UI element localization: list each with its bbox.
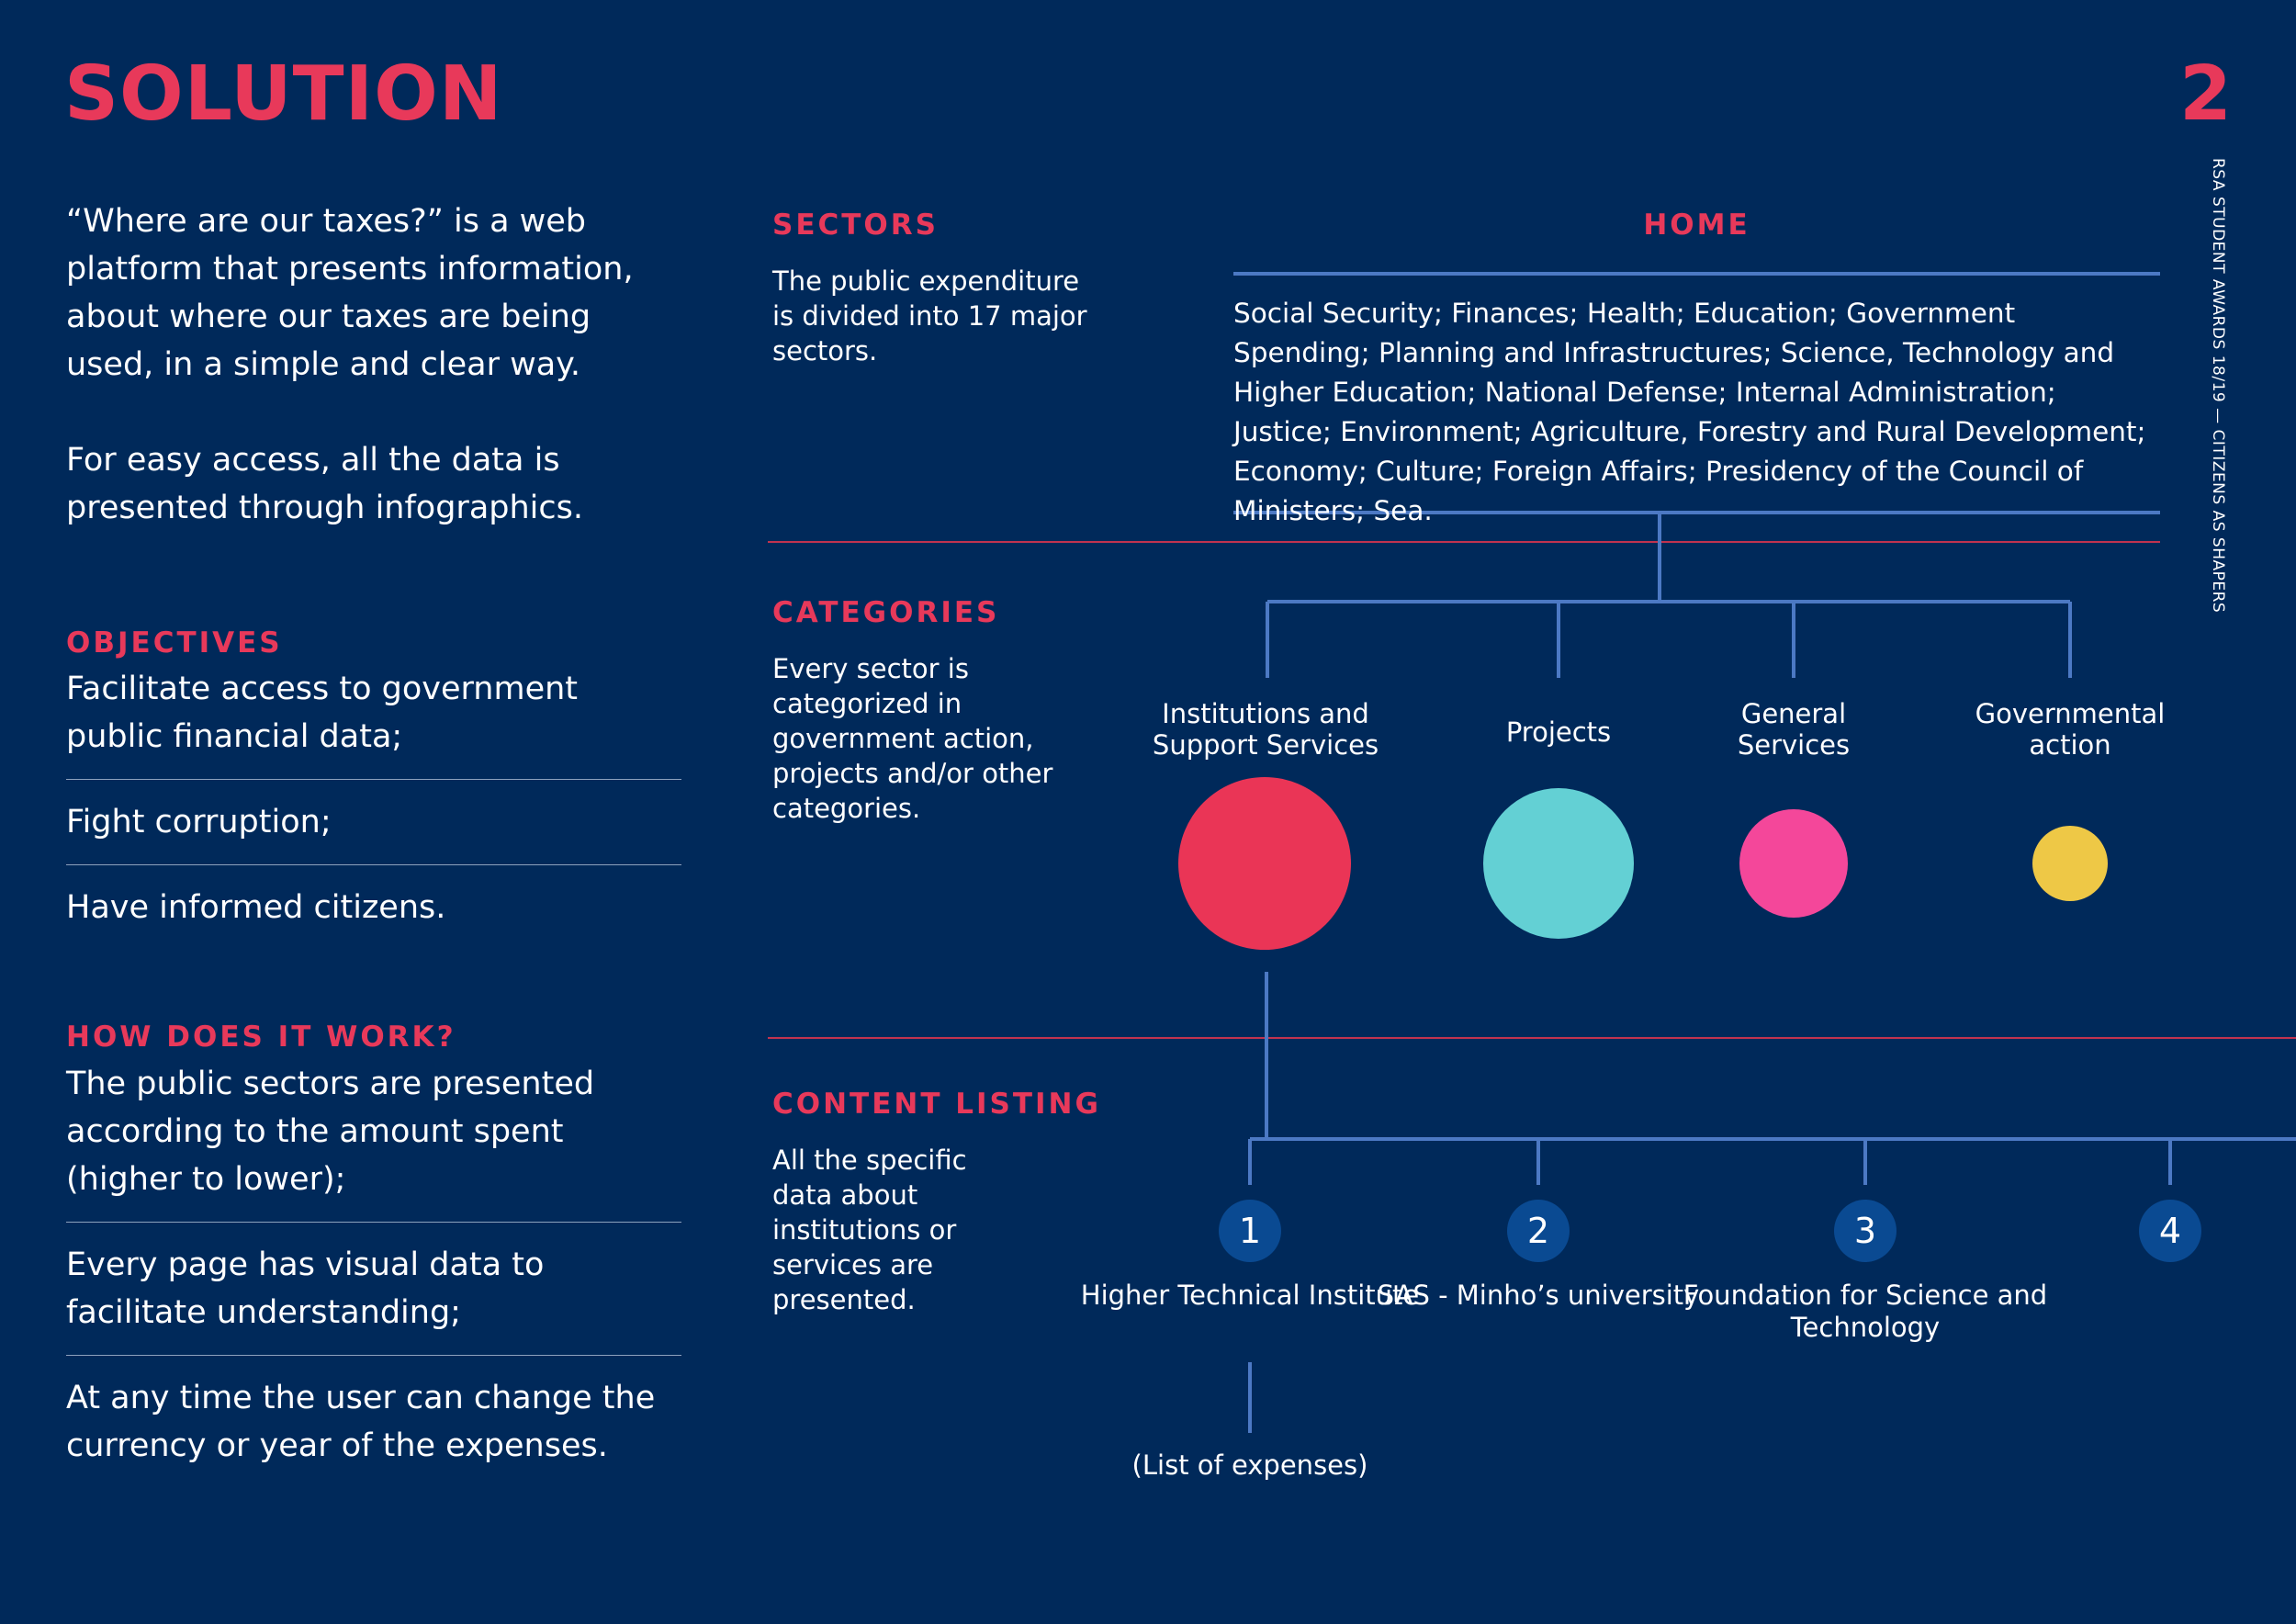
- objectives-list: Facilitate access to government public f…: [66, 665, 681, 968]
- home-heading: HOME: [1643, 209, 1750, 242]
- intro-paragraph: “Where are our taxes?” is a web platform…: [66, 203, 634, 383]
- page-number: 2: [2178, 51, 2232, 138]
- content-number-2: 2: [1507, 1200, 1570, 1262]
- content-listing-section: CONTENT LISTING All the specific data ab…: [772, 1088, 1158, 1317]
- sectors-heading: SECTORS: [772, 209, 939, 242]
- list-item: Have informed citizens.: [66, 889, 446, 926]
- category-label-projects: Projects: [1505, 716, 1612, 748]
- category-label-institutions: Institutions and Support Services: [1152, 698, 1379, 761]
- category-circle-projects: [1483, 788, 1634, 939]
- category-circle-institutions: [1178, 777, 1351, 950]
- content-label-2: SAS - Minho’s university: [1377, 1280, 1700, 1311]
- intro-paragraph: For easy access, all the data is present…: [66, 442, 583, 526]
- content-number-4: 4: [2139, 1200, 2201, 1262]
- content-number-3: 3: [1834, 1200, 1896, 1262]
- how-list: The public sectors are presented accordi…: [66, 1060, 681, 1506]
- list-item: Fight corruption;: [66, 798, 681, 865]
- list-item: Every page has visual data to facilitate…: [66, 1241, 681, 1356]
- category-label-general: General Services: [1737, 698, 1851, 761]
- list-item: Facilitate access to government public f…: [66, 665, 681, 780]
- sectors-section: SECTORS The public expenditure is divide…: [772, 209, 1103, 368]
- categories-heading: CATEGORIES: [772, 596, 1000, 629]
- side-caption: RSA STUDENT AWARDS 18/19 — CITIZENS AS S…: [2209, 158, 2227, 614]
- categories-description: Every sector is categorized in governmen…: [772, 653, 1053, 824]
- list-item: The public sectors are presented accordi…: [66, 1060, 681, 1223]
- category-label-governmental: Governmental action: [1975, 698, 2166, 761]
- intro-text: “Where are our taxes?” is a web platform…: [66, 197, 681, 580]
- categories-section: CATEGORIES Every sector is categorized i…: [772, 596, 1103, 826]
- expenses-label: (List of expenses): [1131, 1449, 1368, 1481]
- content-label-1: Higher Technical Institute: [1080, 1280, 1420, 1311]
- home-sectors-list: Social Security; Finances; Health; Educa…: [1233, 298, 2146, 526]
- page-title: SOLUTION: [64, 51, 503, 138]
- category-circle-general: [1739, 809, 1848, 918]
- content-label-3: Foundation for Science and Technology: [1683, 1280, 2048, 1343]
- objectives-heading: OBJECTIVES: [66, 626, 283, 660]
- category-circle-governmental: [2032, 826, 2108, 901]
- content-listing-heading: CONTENT LISTING: [772, 1088, 1101, 1121]
- content-number-1: 1: [1219, 1200, 1281, 1262]
- sectors-description: The public expenditure is divided into 1…: [772, 265, 1087, 367]
- content-listing-description: All the specific data about institutions…: [772, 1145, 967, 1315]
- how-heading: HOW DOES IT WORK?: [66, 1021, 456, 1054]
- list-item: At any time the user can change the curr…: [66, 1380, 656, 1464]
